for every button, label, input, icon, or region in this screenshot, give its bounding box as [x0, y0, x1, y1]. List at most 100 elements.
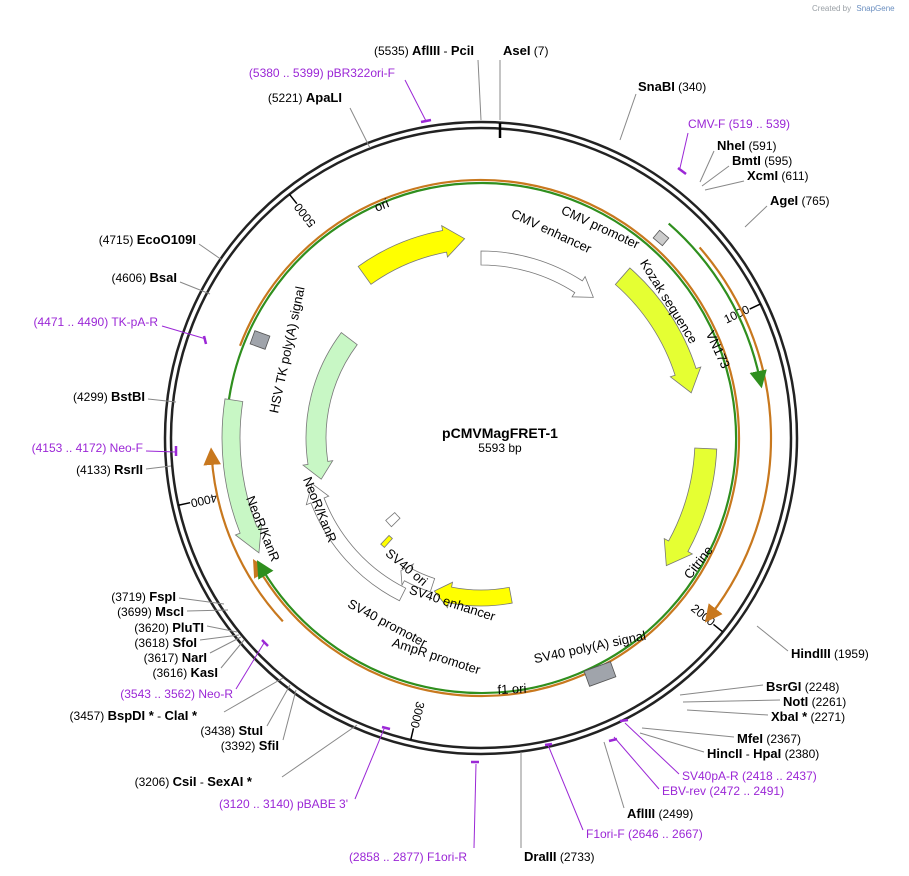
site-label-kasi: (3616) KasI	[153, 665, 219, 680]
ampr-promoter-label: AmpR promoter	[390, 635, 483, 678]
tick-label: 4000	[189, 491, 218, 511]
tick-mark	[712, 623, 724, 633]
site-leader	[282, 689, 297, 741]
sv40-promoter-feature	[305, 482, 407, 602]
site-label-hindiii: HindIII (1959)	[791, 646, 869, 661]
primer-label-sv40pa-r: SV40pA-R (2418 .. 2437)	[682, 769, 817, 783]
site-leader	[704, 180, 745, 191]
f1-ori-feature	[433, 581, 513, 609]
sv40-polya-label: SV40 poly(A) signal	[532, 628, 647, 666]
site-leader	[679, 684, 764, 696]
site-label-bsrgi: BsrGI (2248)	[766, 679, 839, 694]
primer-leader	[235, 642, 265, 690]
site-leader	[199, 634, 240, 641]
site-label-ecoo109i: (4715) EcoO109I	[99, 232, 196, 247]
site-label-asei: AseI (7)	[503, 43, 548, 58]
primer-mark	[261, 639, 269, 647]
site-leader	[220, 639, 245, 669]
site-label-stui: (3438) StuI	[200, 723, 263, 738]
site-label-xbai: XbaI * (2271)	[771, 709, 845, 724]
site-leader	[145, 465, 172, 470]
site-leader	[147, 398, 177, 403]
tick-mark	[749, 303, 761, 310]
primer-mark	[420, 118, 432, 124]
primer-leader	[404, 79, 427, 122]
tick-label: 5000	[291, 200, 319, 230]
site-leader	[178, 597, 225, 605]
site-leader	[209, 636, 242, 654]
site-label-pluti: (3620) PluTI	[134, 620, 204, 635]
site-leader	[744, 205, 768, 228]
site-leader	[198, 243, 223, 261]
site-label-fspi: (3719) FspI	[111, 589, 176, 604]
primer-label-cmv-f: CMV-F (519 .. 539)	[688, 117, 790, 131]
primer-leader	[547, 744, 584, 831]
primer-leader	[354, 728, 385, 800]
site-leader	[603, 741, 625, 809]
orf-arc-4	[239, 178, 741, 698]
site-label-afliii2: AflIII (2499)	[627, 806, 693, 821]
site-label-mfei: MfeI (2367)	[737, 731, 801, 746]
site-label-bsai: (4606) BsaI	[112, 270, 178, 285]
site-leader	[641, 727, 735, 738]
primer-label-tk-pa-r: (4471 .. 4490) TK-pA-R	[33, 315, 158, 329]
site-leader	[349, 107, 371, 149]
site-label-draiii: DraIII (2733)	[524, 849, 595, 864]
site-label-afliii-pcii: (5535) AflIII - PciI	[374, 43, 474, 58]
primer-label-ebv-rev: EBV-rev (2472 .. 2491)	[662, 784, 784, 798]
site-label-csii-sexai: (3206) CsiI - SexAI *	[135, 774, 253, 789]
primer-label-neo-r: (3543 .. 3562) Neo-R	[120, 687, 233, 701]
site-leader	[206, 625, 238, 633]
site-leader	[701, 165, 730, 187]
site-leader	[619, 93, 637, 141]
credit-text: Created by SnapGene	[812, 4, 895, 13]
plasmid-name: pCMVMagFRET-1	[442, 425, 558, 441]
tick-mark	[288, 193, 298, 205]
site-labels: AseI (7) (5535) AflIII - PciI SnaBI (340) N…	[32, 43, 869, 864]
site-label-agei: AgeI (765)	[770, 193, 830, 208]
site-label-sfii: (3392) SfiI	[221, 738, 279, 753]
site-label-msci: (3699) MscI	[117, 604, 184, 619]
site-leader	[639, 732, 705, 753]
primer-mark	[381, 725, 391, 731]
primer-leader	[613, 736, 660, 790]
site-leader	[756, 625, 789, 652]
primer-mark	[619, 718, 629, 723]
primer-mark	[202, 335, 208, 345]
site-label-bmti: BmtI (595)	[732, 153, 792, 168]
primer-label-neo-f: (4153 .. 4172) Neo-F	[32, 441, 143, 455]
primer-leader	[145, 450, 177, 453]
primer-mark	[608, 737, 618, 743]
primer-leader	[161, 325, 207, 340]
backbone-inner	[169, 126, 793, 750]
orf-arc-1	[698, 246, 773, 623]
vn173-feature	[614, 267, 702, 394]
site-leader	[186, 609, 229, 612]
primer-mark	[677, 167, 687, 175]
primer-label-pbr322ori-f: (5380 .. 5399) pBR322ori-F	[249, 66, 395, 80]
sv40-promoter-label: SV40 promoter	[345, 596, 430, 651]
orf-arcs	[203, 178, 773, 698]
site-leader	[266, 684, 291, 727]
site-label-nhei: NheI (591)	[717, 138, 777, 153]
primer-leader	[679, 132, 689, 169]
neor-outer-feature	[221, 398, 262, 554]
primer-leader	[473, 763, 477, 849]
label-leaders	[145, 59, 789, 849]
sv40-ori-feature	[380, 534, 393, 549]
primer-leader	[624, 722, 680, 775]
site-leader	[699, 150, 715, 183]
orf-arc-2	[667, 222, 767, 389]
neor-inner-label: NeoR/KanR	[300, 475, 340, 545]
kozak-box	[652, 229, 670, 247]
site-leader	[686, 709, 769, 716]
site-label-hincii-hpai: HincII - HpaI (2380)	[707, 746, 819, 761]
vn173-label: VN173	[703, 328, 733, 370]
orf-arc-5	[227, 181, 738, 695]
site-label-apali: (5221) ApaLI	[268, 90, 342, 105]
ori-label: ori	[372, 195, 391, 214]
site-label-snabi: SnaBI (340)	[638, 79, 706, 94]
primer-label-f1ori-r: (2858 .. 2877) F1ori-R	[349, 850, 467, 864]
site-label-rsrii: (4133) RsrII	[76, 462, 143, 477]
